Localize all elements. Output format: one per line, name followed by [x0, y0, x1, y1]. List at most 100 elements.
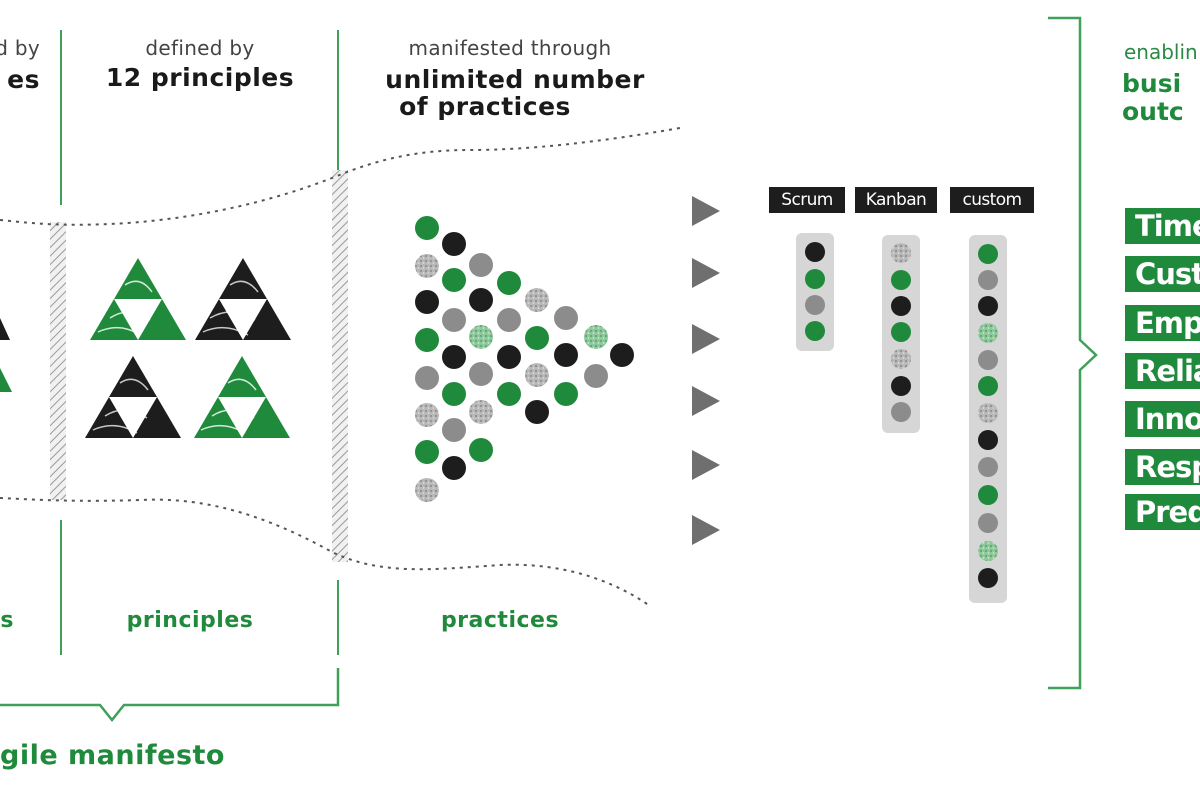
custom-dot	[978, 457, 998, 477]
right-bracket	[1048, 16, 1098, 690]
practice-dot	[469, 253, 493, 277]
kanban-dot	[891, 376, 911, 396]
scrum-dot	[805, 269, 825, 289]
practice-dot	[415, 366, 439, 390]
framework-label-scrum: Scrum	[769, 187, 845, 213]
practices-heading-line1: unlimited number	[385, 65, 645, 94]
framework-label-custom: custom	[950, 187, 1034, 213]
practice-dot	[584, 364, 608, 388]
kanban-dot-column	[882, 235, 920, 433]
divider-top-2	[337, 30, 339, 180]
scrum-dot	[805, 295, 825, 315]
practice-dot	[525, 400, 549, 424]
principle-triangle-1	[90, 258, 186, 340]
kanban-dot	[891, 270, 911, 290]
kanban-dot	[891, 243, 911, 263]
custom-dot	[978, 376, 998, 396]
outcome-item: Emp	[1125, 305, 1200, 341]
values-subtitle: d by	[0, 36, 40, 60]
framework-label-kanban: Kanban	[855, 187, 937, 213]
outcome-item: Relia	[1125, 353, 1200, 389]
outcome-item: Time	[1125, 208, 1200, 244]
practice-dot	[442, 382, 466, 406]
kanban-dot	[891, 402, 911, 422]
principles-subtitle: defined by	[145, 36, 255, 60]
practice-dot	[584, 325, 608, 349]
principles-footer: principles	[126, 608, 254, 633]
practice-dot	[469, 288, 493, 312]
practices-dot-triangle	[415, 216, 634, 502]
practices-heading-line2: of practices	[399, 92, 571, 121]
outcome-item: Cust	[1125, 256, 1200, 292]
principle-triangle-4	[194, 356, 290, 438]
divider-bottom-1	[60, 520, 62, 655]
outcomes-subtitle: enablin	[1124, 40, 1198, 64]
outcome-item: Inno	[1125, 401, 1200, 437]
custom-dot	[978, 568, 998, 588]
practice-dot	[525, 288, 549, 312]
practice-dot	[415, 440, 439, 464]
funnel-bottom-line	[0, 497, 651, 607]
practice-dot	[442, 418, 466, 442]
practice-dot	[469, 400, 493, 424]
values-footer: s	[0, 608, 14, 633]
custom-dot	[978, 296, 998, 316]
practice-dot	[415, 216, 439, 240]
divider-bottom-2	[337, 580, 339, 655]
practice-dot	[497, 345, 521, 369]
practice-dot	[415, 290, 439, 314]
scrum-dot-column	[796, 233, 834, 351]
kanban-dot	[891, 322, 911, 342]
hatch-bar-2	[332, 170, 348, 562]
outcomes-heading-line2: outc	[1122, 97, 1184, 126]
practice-dot	[442, 345, 466, 369]
custom-dot	[978, 513, 998, 533]
practice-dot	[442, 232, 466, 256]
agile-manifesto-title: gile manifesto	[0, 740, 225, 771]
practice-dot	[554, 343, 578, 367]
hatch-bar-1	[50, 222, 66, 500]
practice-dot	[469, 438, 493, 462]
custom-dot	[978, 541, 998, 561]
practices-subtitle: manifested through	[408, 36, 612, 60]
practice-dot	[525, 363, 549, 387]
funnel-top-line	[0, 127, 681, 226]
scrum-dot	[805, 321, 825, 341]
practice-dot	[497, 382, 521, 406]
custom-dot	[978, 323, 998, 343]
bottom-bracket	[0, 668, 340, 723]
practice-dot	[497, 308, 521, 332]
partial-triangle-2	[0, 368, 12, 392]
practices-footer: practices	[440, 608, 560, 633]
practice-dot	[525, 326, 549, 350]
practice-dot	[610, 343, 634, 367]
custom-dot	[978, 350, 998, 370]
custom-dot-column	[969, 235, 1007, 603]
arrow-5	[692, 450, 720, 480]
arrow-3	[692, 324, 720, 354]
practice-dot	[469, 325, 493, 349]
practice-dot	[415, 478, 439, 502]
arrow-1	[692, 196, 720, 226]
principles-heading: 12 principles	[105, 63, 295, 92]
practice-dot	[442, 308, 466, 332]
outcome-item: Resp	[1125, 449, 1200, 485]
arrow-6	[692, 515, 720, 545]
principle-triangle-2	[195, 258, 291, 340]
custom-dot	[978, 430, 998, 450]
custom-dot	[978, 270, 998, 290]
practice-dot	[415, 403, 439, 427]
values-heading: es	[7, 65, 40, 94]
outcome-item: Pred	[1125, 494, 1200, 530]
kanban-dot	[891, 296, 911, 316]
practice-dot	[554, 306, 578, 330]
divider-top-1	[60, 30, 62, 205]
scrum-dot	[805, 242, 825, 262]
practice-dot	[415, 254, 439, 278]
practice-dot	[442, 268, 466, 292]
kanban-dot	[891, 349, 911, 369]
custom-dot	[978, 244, 998, 264]
custom-dot	[978, 403, 998, 423]
practice-dot	[469, 362, 493, 386]
